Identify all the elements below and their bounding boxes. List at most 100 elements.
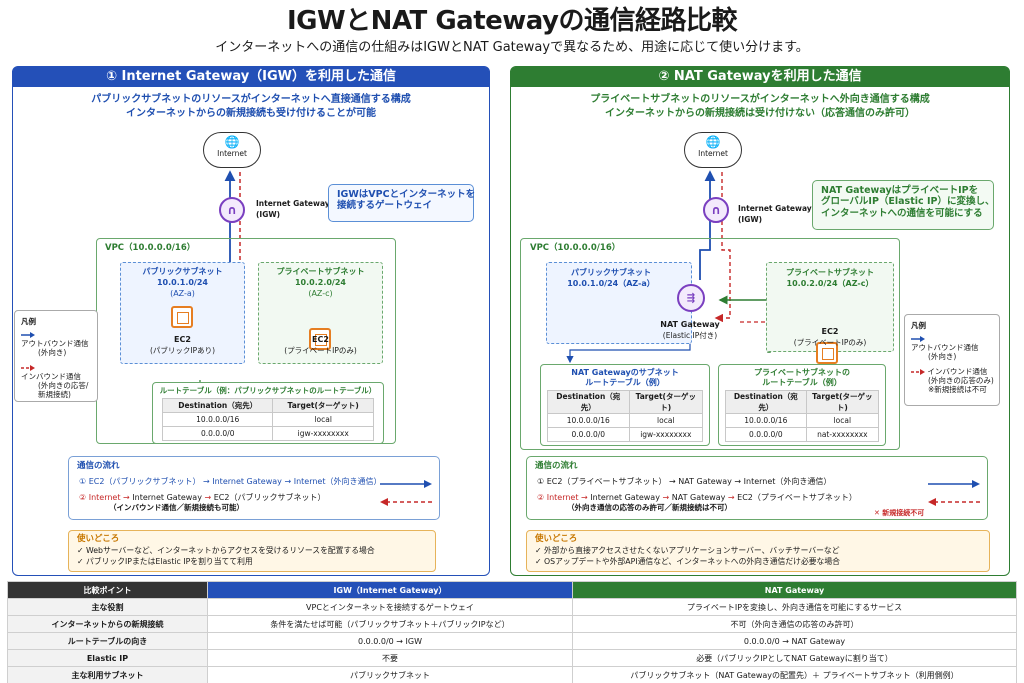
table-row: 主な役割 VPCとインターネットを接続するゲートウェイ プライベートIPを変換し… [7, 598, 1017, 616]
rt-cell: 10.0.0.0/16 [547, 413, 630, 429]
rt-cell: igw-xxxxxxxx [272, 426, 374, 441]
nat-note: NAT GatewayはプライベートIPを グローバルIP（Elastic IP… [812, 180, 994, 230]
legend-outbound-sub: (外向き) [38, 348, 67, 357]
nat-desc-2: インターネットからの新規接続は受け付けない（応答通信のみ許可） [605, 108, 915, 119]
nat-priv-cidr: 10.0.2.0/24（AZ-c） [786, 279, 874, 288]
nat-priv-title: プライベートサブネット [786, 268, 874, 277]
arrow-right-icon: → [581, 492, 591, 502]
igw-flow-2-sub: （インバウンド通信／新規接続も可能） [109, 503, 244, 513]
nat-note-line-2: グローバルIP（Elastic IP）に変換し、 [821, 196, 995, 208]
nat-rt1-table: Destination（宛先）Target(ターゲット) 10.0.0.0/16… [547, 390, 704, 443]
nat-gw-label-2: (Elastic IP付き) [662, 331, 718, 340]
cmp-cell: プライベートIPを変換し、外向き通信を可能にするサービス [572, 598, 1017, 616]
flow-step: ① EC2（パブリックサブネット） [79, 477, 201, 487]
legend-inbound-sub: (外向きの応答/ [38, 381, 89, 390]
igw-icon: ∩ [219, 197, 245, 223]
table-row: Elastic IP 不要 必要（パブリックIPとしてNAT Gatewayに割… [7, 649, 1017, 667]
igw-note: IGWはVPCとインターネットを 接続するゲートウェイ [328, 184, 475, 222]
arrow-right-icon: → [204, 492, 214, 502]
igw-label-1: Internet Gateway [256, 199, 330, 208]
cmp-cell: VPCとインターネットを接続するゲートウェイ [207, 598, 573, 616]
legend-outbound-sub: (外向き) [928, 352, 957, 361]
arrow-right-icon: → [669, 477, 679, 487]
cmp-cell: ルートテーブルの向き [7, 632, 208, 650]
cmp-cell: 条件を満たせば可能（パブリックサブネット＋パブリックIPなど） [207, 615, 573, 633]
page-title: IGWとNAT Gatewayの通信経路比較 [286, 6, 738, 36]
nat-flow-title: 通信の流れ [535, 461, 578, 471]
igw-flow-2: ② Internet → Internet Gateway → EC2（パブリッ… [79, 493, 439, 503]
flow-step: NAT Gateway [671, 492, 726, 502]
nat-pub-cidr: 10.0.1.0/24（AZ-a） [567, 279, 655, 288]
cmp-cell: パブリックサブネット（NAT Gatewayの配置先）＋ プライベートサブネット… [572, 666, 1017, 683]
flow-step: ② Internet [79, 492, 121, 502]
rt-header-destination: Destination（宛先） [161, 398, 274, 413]
globe-icon: 🌐 [705, 135, 721, 149]
igw-pub-ec2-sub: (パブリックIPあり) [149, 346, 216, 355]
igw-flow-arrows [380, 480, 432, 506]
igw-desc-2: インターネットからの新規接続も受け付けることが可能 [126, 108, 376, 119]
nat-rt-1: NAT Gatewayのサブネット ルートテーブル（例） Destination… [540, 364, 710, 446]
internet-label: Internet [698, 149, 728, 158]
nat-rt-2: プライベートサブネットの ルートテーブル（例） Destination（宛先）T… [718, 364, 886, 446]
nat-igw-label-1: Internet Gateway [738, 204, 812, 213]
nat-usage-1: ✓ 外部から直接アクセスさせたくないアプリケーションサーバー、バッチサーバーなど [535, 546, 840, 556]
rt-header-destination: Destination（宛先） [725, 390, 807, 415]
igw-priv-ec2-sub: (プライベートIPのみ) [284, 346, 357, 355]
igw-flow: 通信の流れ ① EC2（パブリックサブネット） → Internet Gatew… [68, 456, 440, 520]
legend-inbound: インバウンド通信 [21, 372, 81, 381]
legend-title: 凡例 [21, 317, 36, 326]
nat-vpc [520, 238, 900, 450]
flow-step: NAT Gateway [678, 477, 732, 487]
igw-usage-2: ✓ パブリックIPまたはElastic IPを割り当てて利用 [77, 556, 253, 566]
nat-flow-2: ② Internet → Internet Gateway → NAT Gate… [537, 493, 987, 503]
nat-gateway-icon: ⇶ [677, 284, 705, 312]
flow-step: Internet（外向き通信） [743, 477, 832, 487]
cmp-cell: 主な利用サブネット [7, 666, 208, 683]
cmp-header: 比較ポイント [7, 581, 208, 599]
igw-rt-table: Destination（宛先）Target(ターゲット) 10.0.0.0/16… [161, 398, 374, 441]
nat-rt1-title-2: ルートテーブル（例） [585, 377, 665, 387]
nat-flow-1: ① EC2（プライベートサブネット） → NAT Gateway → Inter… [537, 477, 987, 487]
cmp-cell: 主な役割 [7, 598, 208, 616]
igw-pub-ec2: EC2 [174, 335, 191, 344]
outbound-arrow-icon [21, 332, 35, 338]
arrow-right-icon: → [123, 492, 133, 502]
legend-inbound: インバウンド通信 [927, 367, 988, 376]
nat-desc-1: プライベートサブネットのリソースがインターネットへ外向き通信する構成 [590, 94, 930, 105]
arrow-right-icon: → [727, 492, 738, 502]
flow-step: Internet Gateway [590, 492, 660, 502]
legend-right: 凡例 アウトバウンド通信 (外向き) インバウンド通信 (外向きの応答のみ) ※… [904, 314, 1000, 406]
igw-rt-title: ルートテーブル（例：パブリックサブネットのルートテーブル） [159, 386, 377, 395]
ec2-icon [171, 306, 193, 328]
nat-rt2-title-2: ルートテーブル（例） [762, 377, 842, 387]
nat-usage-title: 使いどころ [535, 534, 578, 544]
nat-pub-title: パブリックサブネット [571, 268, 651, 277]
cmp-cell: 必要（パブリックIPとしてNAT Gatewayに割り当て） [572, 649, 1017, 667]
igw-pub-title: パブリックサブネット [142, 267, 223, 276]
igw-label-2: (IGW) [256, 210, 281, 219]
arrow-right-icon: → [662, 492, 672, 502]
flow-step: Internet Gateway [132, 492, 202, 502]
outbound-arrow-icon [911, 336, 925, 342]
legend-left: 凡例 アウトバウンド通信 (外向き) インバウンド通信 (外向きの応答/ 新規接… [14, 310, 98, 402]
igw-flow-1: ① EC2（パブリックサブネット） → Internet Gateway → I… [79, 477, 439, 487]
igw-priv-ec2: EC2 [312, 335, 329, 344]
rt-cell: 0.0.0.0/0 [547, 427, 630, 443]
nat-gw-label-1: NAT Gateway [660, 320, 720, 329]
igw-route-table: ルートテーブル（例：パブリックサブネットのルートテーブル） Destinatio… [152, 382, 384, 444]
flow-step: ① EC2（プライベートサブネット） [537, 477, 667, 487]
igw-vpc-label: VPC（10.0.0.0/16） [105, 243, 196, 253]
rt-cell: local [628, 413, 704, 429]
legend-title: 凡例 [911, 321, 926, 330]
flow-step: EC2（プライベートサブネット） [737, 492, 857, 502]
globe-icon: 🌐 [224, 135, 240, 149]
nat-flow-no-new-connection: ✕ 新規接続不可 [874, 509, 925, 517]
nat-public-subnet [546, 262, 692, 344]
internet-label: Internet [217, 149, 247, 158]
nat-rt2-title-1: プライベートサブネットの [754, 368, 850, 377]
legend-inbound-sub: 新規接続) [38, 390, 71, 399]
cmp-cell: 不可（外向き通信の応答のみ許可） [572, 615, 1017, 633]
flow-step: Internet Gateway [212, 477, 282, 487]
igw-flow-title: 通信の流れ [77, 461, 120, 471]
rt-header-target: Target(ターゲット) [272, 398, 374, 413]
